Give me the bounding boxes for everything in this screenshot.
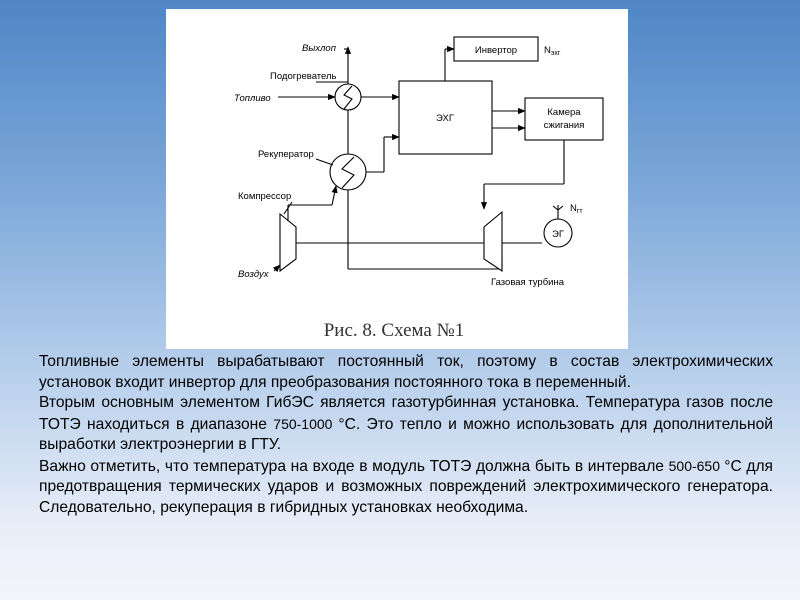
n-gt-label: Nгт <box>570 203 583 215</box>
compressor-to-recup-arrow <box>331 185 338 206</box>
diagram-panel: Инвертор Nэхг ЭХГ Камера сжигания Выхлоп… <box>166 9 628 349</box>
compressor-label: Компрессор <box>238 191 291 202</box>
air-label: Воздух <box>238 269 270 280</box>
exhaust-label: Выхлоп <box>302 43 337 54</box>
p2-text-2: . Это тепло и можно использовать для доп… <box>39 415 773 454</box>
combustion-label-1: Камера <box>547 107 581 118</box>
figure-caption: Рис. 8. Схема №1 <box>324 320 465 341</box>
paragraph-gas-turbine: Вторым основным элементом ГибЭС является… <box>39 393 773 456</box>
body-text: Топливные элементы вырабатывают постоянн… <box>39 352 773 518</box>
p2-text-1: Вторым основным элементом ГибЭС является… <box>39 394 773 433</box>
combustion-label-2: сжигания <box>544 120 585 131</box>
recuperator-zigzag <box>341 156 355 189</box>
p3-unit: °С <box>724 457 742 475</box>
paragraph-inverter: Топливные элементы вырабатывают постоянн… <box>39 353 773 391</box>
p2-unit: °С <box>338 415 356 433</box>
p3-temperature-range: 500-650 <box>668 457 725 474</box>
inverter-label: Инвертор <box>475 45 517 56</box>
p3-text-2: для предотвращения термических ударов и … <box>39 457 773 516</box>
heater-zigzag <box>343 85 353 110</box>
ehg-label: ЭХГ <box>436 113 454 124</box>
generator-output-tick-1 <box>552 205 559 211</box>
recuperator-label: Рекуператор <box>258 149 314 160</box>
eg-label: ЭГ <box>552 229 564 240</box>
n-ehg-label: Nэхг <box>544 45 561 57</box>
scheme-diagram: Инвертор Nэхг ЭХГ Камера сжигания Выхлоп… <box>234 36 604 341</box>
paragraph-recuperation: Важно отметить, что температура на входе… <box>39 456 773 519</box>
heater-label: Подогреватель <box>270 71 337 82</box>
fuel-label: Топливо <box>234 93 271 104</box>
p3-text-1: Важно отметить, что температура на входе… <box>39 457 669 475</box>
recuperator-leader <box>315 158 334 166</box>
combustion-chamber-box <box>524 97 604 141</box>
air-arrow <box>272 264 281 273</box>
gas-turbine-label: Газовая турбина <box>491 277 565 288</box>
ehg-box <box>398 80 493 155</box>
gas-turbine-shape <box>483 210 503 273</box>
p2-temperature-range: 750-1000 <box>273 415 339 432</box>
generator-output-tick-2 <box>557 205 564 211</box>
compressor-shape <box>279 212 297 273</box>
